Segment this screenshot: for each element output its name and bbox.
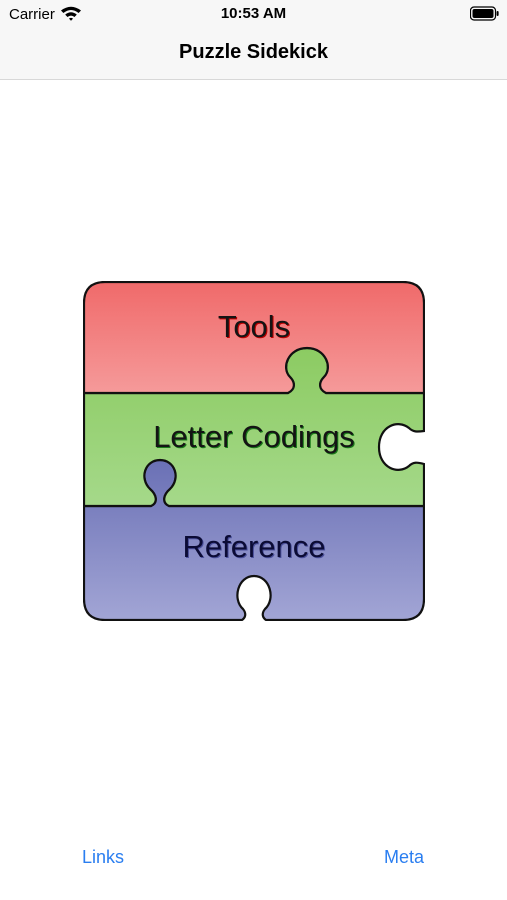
carrier-label: Carrier	[9, 6, 55, 23]
status-bar: Carrier 10:53 AM	[0, 0, 507, 28]
letter-codings-label: Letter Codings	[153, 419, 355, 454]
battery-icon	[470, 6, 499, 21]
navigation-bar: Puzzle Sidekick	[0, 28, 507, 80]
clock: 10:53 AM	[220, 5, 287, 22]
wifi-icon	[61, 6, 81, 21]
page-title: Puzzle Sidekick	[179, 41, 328, 63]
tools-piece[interactable]	[83, 281, 425, 395]
bottom-toolbar: Links Meta	[0, 835, 507, 880]
home-indicator-area	[0, 880, 507, 900]
links-button[interactable]: Links	[82, 847, 125, 867]
puzzle-graphic	[83, 281, 425, 621]
puzzle-menu: Tools Letter Codings Reference	[83, 281, 425, 621]
tools-label: Tools	[217, 309, 291, 344]
meta-button[interactable]: Meta	[384, 847, 425, 867]
reference-label: Reference	[182, 529, 326, 564]
